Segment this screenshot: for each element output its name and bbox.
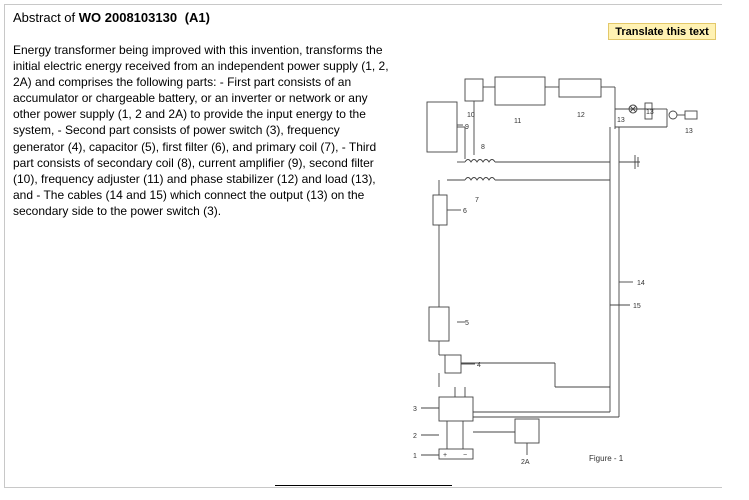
abstract-panel: Abstract of WO 2008103130 (A1) Translate… [4, 4, 723, 488]
header-prefix: Abstract of [13, 10, 76, 25]
label-13b: 13 [646, 109, 654, 116]
label-15: 15 [633, 303, 641, 310]
label-6: 6 [463, 208, 467, 215]
label-9: 9 [465, 124, 469, 131]
label-14: 14 [637, 280, 645, 287]
label-2a: 2A [521, 459, 530, 466]
frequency-adjuster-box [494, 76, 546, 106]
label-7: 7 [475, 197, 479, 204]
phase-stabilizer-box [558, 78, 602, 98]
abstract-header: Abstract of WO 2008103130 (A1) [13, 10, 210, 25]
label-13a: 13 [617, 117, 625, 124]
battery-box [438, 448, 474, 460]
label-3: 3 [413, 406, 417, 413]
second-filter-box [464, 78, 484, 102]
label-12: 12 [577, 112, 585, 119]
power-switch-box [438, 396, 474, 422]
circuit-diagram: 10 9 11 12 13 13 13 8 7 6 5 4 3 2 1 2A 1… [413, 76, 698, 466]
inverter-box [514, 418, 540, 444]
battery-minus: − [463, 452, 467, 459]
frequency-generator-box [444, 354, 462, 374]
label-11: 11 [514, 118, 521, 125]
label-5: 5 [465, 320, 469, 327]
label-8: 8 [481, 144, 485, 151]
figure-caption: Figure - 1 [589, 454, 624, 463]
scrollbar-track[interactable] [722, 0, 749, 500]
document-number: WO 2008103130 [78, 10, 178, 25]
current-amplifier-box [426, 101, 458, 153]
label-2: 2 [413, 433, 417, 440]
first-filter-box [432, 194, 448, 226]
label-13c: 13 [685, 128, 693, 135]
abstract-text: Energy transformer being improved with t… [13, 43, 389, 218]
document-kind: (A1) [184, 10, 210, 25]
primary-coil [464, 177, 496, 181]
battery-plus: + [443, 452, 447, 459]
label-10: 10 [467, 112, 475, 119]
secondary-coil [464, 159, 496, 163]
circuit-figure: 10 9 11 12 13 13 13 8 7 6 5 4 3 2 1 2A 1… [405, 67, 722, 472]
translate-button[interactable]: Translate this text [608, 23, 716, 40]
capacitor-box [428, 306, 450, 342]
label-1: 1 [413, 453, 417, 460]
label-4: 4 [477, 362, 481, 369]
bottom-divider [275, 485, 452, 486]
